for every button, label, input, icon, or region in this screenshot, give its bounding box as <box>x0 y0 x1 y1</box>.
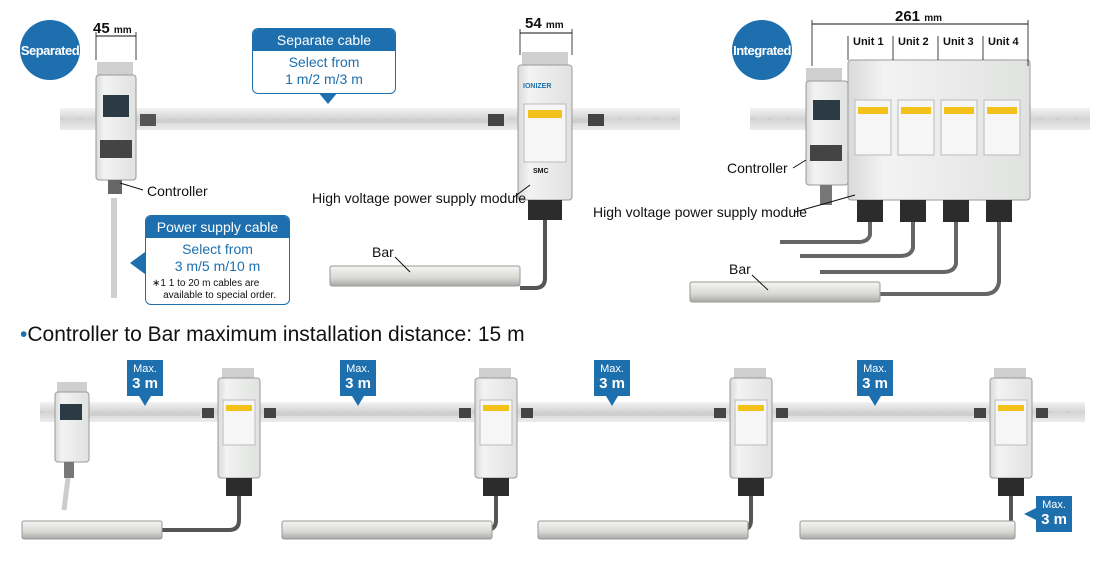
max-pointer-3 <box>606 396 618 406</box>
bottom-controller <box>54 382 90 511</box>
module-plug-left-1 <box>202 408 214 418</box>
hv-module-width-dimension: 54 mm <box>525 15 564 32</box>
module-plug-left-3 <box>714 408 726 418</box>
unit-4-label: Unit 4 <box>988 36 1019 48</box>
bar-4 <box>799 520 1016 540</box>
bar-1 <box>21 520 163 540</box>
separated-badge: Separated <box>20 20 80 80</box>
max-distance-label-1: Max.3 m <box>127 360 163 396</box>
integrated-hv-modules <box>847 59 1031 222</box>
bar-label-right: Bar <box>729 261 751 277</box>
integrated-cables <box>780 222 1001 296</box>
bar-cable-1 <box>162 496 241 532</box>
controller-width-dimension: 45 mm <box>93 20 132 37</box>
warning-label-4 <box>998 405 1024 411</box>
max-distance-heading: •Controller to Bar maximum installation … <box>20 323 525 346</box>
controller-unit <box>95 62 156 194</box>
hv-connector-1 <box>226 478 252 496</box>
unit-1-label: Unit 1 <box>853 36 884 48</box>
warning-label-1 <box>226 405 252 411</box>
max-distance-label-4: Max.3 m <box>857 360 893 396</box>
hv-module-unit <box>488 52 604 220</box>
warning-label-2 <box>483 405 509 411</box>
power-supply-cable-line2: 3 m/5 m/10 m <box>174 258 261 274</box>
module-plug-left-4 <box>974 408 986 418</box>
integrated-bar-unit <box>689 281 881 303</box>
max-distance-label-3: Max.3 m <box>594 360 630 396</box>
unit-3-label: Unit 3 <box>943 36 974 48</box>
module-plug-right-2 <box>521 408 533 418</box>
unit-2-label: Unit 2 <box>898 36 929 48</box>
separate-cable-title: Separate cable <box>253 29 395 51</box>
integrated-badge: Integrated <box>732 20 792 80</box>
power-supply-cable-line1: Select from <box>182 241 253 257</box>
integrated-width-dimension: 261 mm <box>895 8 942 25</box>
hv-module-label-left: High voltage power supply module <box>312 190 527 206</box>
device-name-label: IONIZER <box>523 83 552 90</box>
max-pointer-2 <box>352 396 364 406</box>
module-plug-right-3 <box>776 408 788 418</box>
hv-connector-4 <box>998 478 1024 496</box>
max-pointer-1 <box>139 396 151 406</box>
module-plug-right-4 <box>1036 408 1048 418</box>
hv-connector-3 <box>738 478 764 496</box>
bar-unit <box>329 265 521 287</box>
bar-3 <box>537 520 749 540</box>
max-pointer-5 <box>1024 508 1036 520</box>
hv-module-mount-3 <box>734 368 766 380</box>
separate-cable-line1: Select from <box>288 54 360 70</box>
max-distance-label-5: Max.3 m <box>1036 496 1072 532</box>
controller-label-left: Controller <box>147 183 208 199</box>
bar-cable-line <box>520 220 547 290</box>
max-pointer-4 <box>869 396 881 406</box>
hv-module-label-right: High voltage power supply module <box>593 204 808 220</box>
hv-module-mount-4 <box>994 368 1026 380</box>
hv-module-mount-2 <box>479 368 511 380</box>
bar-label-left: Bar <box>372 244 394 260</box>
controller-label-right: Controller <box>727 160 788 176</box>
module-plug-left-2 <box>459 408 471 418</box>
power-supply-cable-title: Power supply cable <box>146 216 289 238</box>
module-plug-right-1 <box>264 408 276 418</box>
separate-cable-line2: 1 m/2 m/3 m <box>285 71 363 87</box>
brand-label: SMC <box>533 168 549 175</box>
hv-module-mount-1 <box>222 368 254 380</box>
warning-label-3 <box>738 405 764 411</box>
integrated-controller-unit <box>805 68 849 205</box>
max-distance-label-2: Max.3 m <box>340 360 376 396</box>
special-order-note: ∗1 1 to 20 m cables are available to spe… <box>152 278 276 301</box>
hv-connector-2 <box>483 478 509 496</box>
bar-2 <box>281 520 493 540</box>
